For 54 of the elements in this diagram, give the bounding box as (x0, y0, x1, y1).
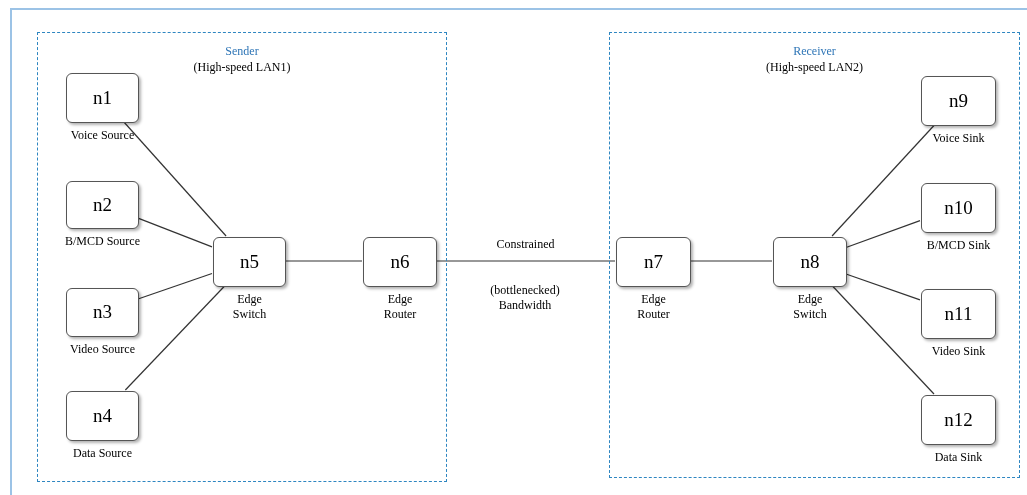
connector-line (137, 272, 213, 300)
node-box (616, 237, 691, 287)
group-subtitle: (High-speed LAN1) (193, 59, 291, 75)
node-caption: Data Sink (933, 450, 984, 465)
node-box (66, 181, 139, 229)
node-label: n7 (644, 249, 663, 274)
connector-line (845, 273, 921, 301)
node-label: n8 (800, 249, 820, 274)
connector-line (435, 260, 616, 262)
group-title: Receiver (793, 43, 836, 59)
node-caption: Edge Switch (231, 292, 268, 322)
connector-line (831, 124, 936, 237)
node-caption: Data Source (72, 446, 133, 461)
group-frame (37, 32, 447, 482)
edge-note: (bottlenecked) Bandwidth (489, 283, 561, 313)
node-label: n5 (240, 249, 259, 274)
node-box (66, 73, 139, 123)
node-caption: Edge Switch (792, 292, 828, 322)
node-caption: B/MCD Sink (925, 238, 992, 253)
node-label: n2 (93, 192, 112, 217)
connector-line (123, 121, 227, 237)
node-label: n10 (944, 195, 973, 220)
node-box (66, 288, 139, 337)
connector-line (845, 220, 921, 249)
node-box (363, 237, 437, 287)
connector-line (124, 285, 226, 391)
node-label: n9 (949, 88, 968, 113)
node-box (921, 395, 996, 445)
node-caption: Video Sink (930, 344, 987, 359)
group-subtitle: (High-speed LAN2) (766, 59, 863, 75)
node-label: n12 (944, 407, 973, 432)
node-caption: B/MCD Source (64, 234, 141, 249)
connector-line (284, 260, 363, 262)
node-caption: Voice Sink (931, 131, 986, 146)
connector-line (689, 260, 773, 262)
connector-line (831, 285, 935, 395)
node-box (66, 391, 139, 441)
node-box (921, 289, 996, 339)
node-box (921, 76, 996, 126)
node-label: n1 (93, 85, 112, 110)
group-title: Sender (225, 43, 259, 59)
node-box (213, 237, 286, 287)
node-label: n11 (944, 301, 973, 326)
node-label: n6 (390, 249, 410, 274)
group-frame (609, 32, 1020, 478)
node-caption: Video Source (69, 342, 136, 357)
node-label: n4 (93, 403, 112, 428)
node-label: n3 (93, 300, 112, 325)
node-caption: Edge Router (636, 292, 671, 322)
node-box (921, 183, 996, 233)
node-caption: Voice Source (69, 128, 136, 143)
connector-line (137, 217, 213, 248)
node-box (773, 237, 847, 287)
node-caption: Edge Router (382, 292, 418, 322)
